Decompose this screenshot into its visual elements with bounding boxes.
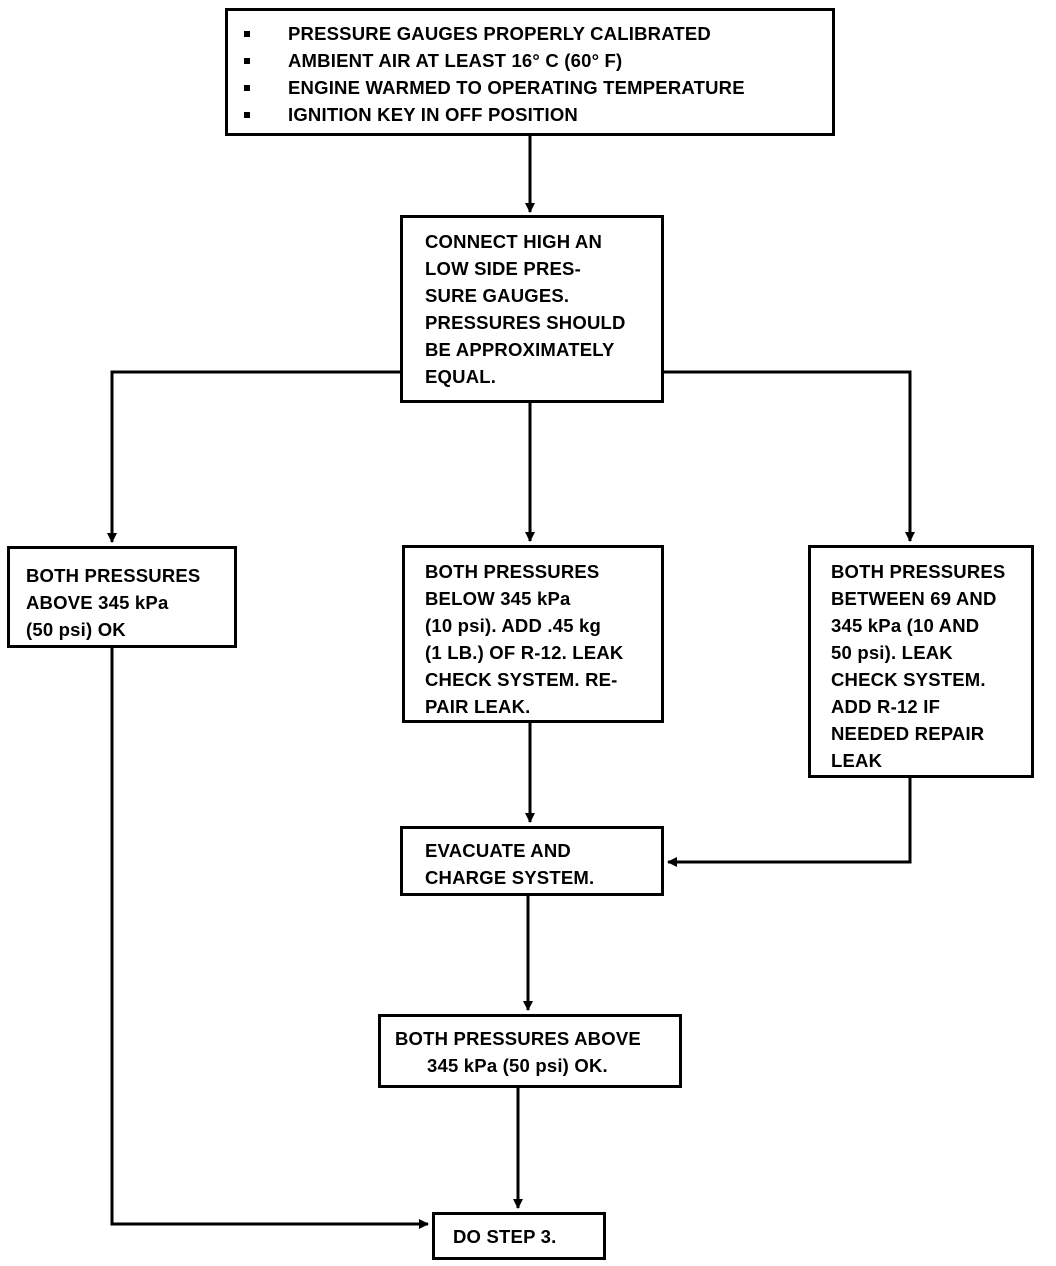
step-text-line: EQUAL. [425,366,497,387]
case-text-line: LEAK [831,750,883,771]
above-345-kpa-box: BOTH PRESSURES ABOVE 345 kPa (50 psi) OK [7,546,237,648]
arrow-connect-to-between-case [664,370,915,542]
step-text-line: CHARGE SYSTEM. [425,867,595,888]
precondition-text: PRESSURE GAUGES PROPERLY CALIBRATED [288,23,711,44]
step-text-line: BE APPROXIMATELY [425,339,615,360]
do-step-3-box: DO STEP 3. [432,1212,606,1260]
case-text-line: BOTH PRESSURES [26,565,201,586]
case-text-line: BOTH PRESSURES [425,561,600,582]
precondition-text: IGNITION KEY IN OFF POSITION [288,104,578,125]
arrow-between-case-to-evacuate [667,778,912,867]
case-text-line: 50 psi). LEAK [831,642,953,663]
case-text-line: BOTH PRESSURES [831,561,1006,582]
case-text-line: CHECK SYSTEM. RE- [425,669,618,690]
step-text-line: SURE GAUGES. [425,285,570,306]
result-pressures-ok-box: BOTH PRESSURES ABOVE 345 kPa (50 psi) OK… [378,1014,682,1088]
case-text-line: NEEDED REPAIR [831,723,985,744]
preconditions-box: PRESSURE GAUGES PROPERLY CALIBRATED AMBI… [225,8,835,136]
precondition-item: IGNITION KEY IN OFF POSITION [244,101,824,128]
case-text-line: (1 LB.) OF R-12. LEAK [425,642,624,663]
step-text-line: CONNECT HIGH AN [425,231,603,252]
case-text-line: BELOW 345 kPa [425,588,571,609]
step-text-line: PRESSURES SHOULD [425,312,626,333]
precondition-item: PRESSURE GAUGES PROPERLY CALIBRATED [244,20,824,47]
precondition-text: AMBIENT AIR AT LEAST 16° C (60° F) [288,50,623,71]
final-step-label: DO STEP 3. [453,1226,557,1247]
evacuate-and-charge-box: EVACUATE AND CHARGE SYSTEM. [400,826,664,896]
connect-gauges-box: CONNECT HIGH AN LOW SIDE PRES- SURE GAUG… [400,215,664,403]
bullet-icon [244,57,250,64]
case-text-line: ADD R-12 IF [831,696,941,717]
between-69-and-345-kpa-box: BOTH PRESSURES BETWEEN 69 AND 345 kPa (1… [808,545,1034,778]
below-345-kpa-box: BOTH PRESSURES BELOW 345 kPa (10 psi). A… [402,545,664,723]
case-text-line: ABOVE 345 kPa [26,592,169,613]
arrow-connect-to-above-case [107,370,400,543]
precondition-text: ENGINE WARMED TO OPERATING TEMPERATURE [288,77,745,98]
precondition-item: ENGINE WARMED TO OPERATING TEMPERATURE [244,74,824,101]
case-text-line: PAIR LEAK. [425,696,531,717]
precondition-item: AMBIENT AIR AT LEAST 16° C (60° F) [244,47,824,74]
step-text-line: LOW SIDE PRES- [425,258,581,279]
case-text-line: CHECK SYSTEM. [831,669,986,690]
bullet-icon [244,30,250,37]
result-text-line: 345 kPa (50 psi) OK. [427,1055,608,1076]
step-text-line: EVACUATE AND [425,840,571,861]
case-text-line: BETWEEN 69 AND [831,588,997,609]
arrow-above-case-to-step3 [110,648,429,1229]
case-text-line: (10 psi). ADD .45 kg [425,615,602,636]
bullet-icon [244,111,250,118]
bullet-icon [244,84,250,91]
result-text-line: BOTH PRESSURES ABOVE [395,1028,641,1049]
case-text-line: 345 kPa (10 AND [831,615,980,636]
case-text-line: (50 psi) OK [26,619,126,640]
